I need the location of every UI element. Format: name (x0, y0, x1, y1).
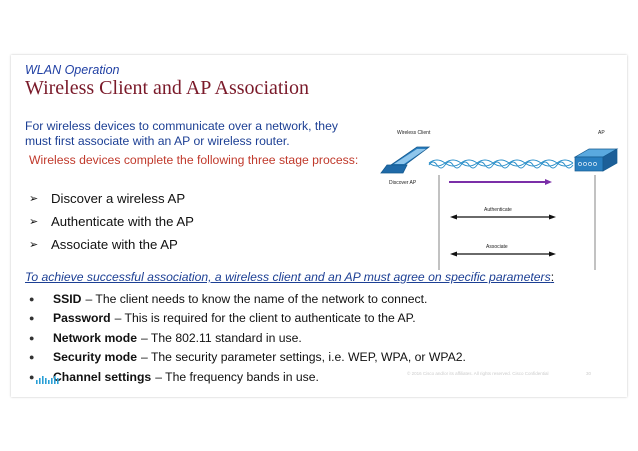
association-heading-colon: : (550, 270, 555, 284)
param-item: ● Security mode – The security parameter… (25, 348, 466, 368)
param-item: ● Network mode – The 802.11 standard in … (25, 328, 466, 348)
params-list: ● SSID – The client needs to know the na… (25, 289, 466, 387)
ap-label: AP (598, 130, 605, 136)
slide-subtitle: WLAN Operation (25, 63, 120, 77)
association-diagram: Wireless Client AP Discover AP (377, 127, 621, 270)
copyright-footer: © 2016 Cisco and/or its affiliates. All … (407, 371, 549, 376)
associate-arrow (450, 251, 556, 257)
param-desc: – The 802.11 standard in use. (140, 330, 302, 345)
page-number: 30 (586, 371, 592, 376)
param-item: ● SSID – The client needs to know the na… (25, 289, 466, 309)
slide: WLAN Operation Wireless Client and AP As… (11, 55, 627, 397)
param-item: ● Password – This is required for the cl… (25, 309, 466, 329)
authenticate-arrow (450, 214, 556, 220)
discover-arrow (449, 179, 552, 185)
step-label: Authenticate with the AP (51, 214, 194, 229)
stages-intro: Wireless devices complete the following … (29, 153, 359, 167)
bullet-icon: ● (29, 371, 35, 382)
cisco-logo-icon (36, 376, 59, 384)
slide-title: Wireless Client and AP Association (25, 77, 309, 99)
association-heading-text: To achieve successful association, a wir… (25, 270, 551, 284)
param-term: SSID (53, 291, 82, 306)
param-desc: – This is required for the client to aut… (114, 311, 416, 326)
bullet-icon: ● (29, 352, 35, 363)
wireless-signal-icon (428, 159, 574, 169)
param-desc: – The security parameter settings, i.e. … (141, 350, 466, 365)
arrow-bullet-icon: ➢ (29, 193, 39, 205)
param-term: Password (53, 311, 111, 326)
laptop-icon (380, 146, 431, 174)
param-term: Channel settings (53, 369, 152, 384)
client-label: Wireless Client (397, 130, 431, 136)
association-heading: To achieve successful association, a wir… (25, 270, 554, 284)
authenticate-label: Authenticate (484, 207, 512, 213)
step-label: Discover a wireless AP (51, 191, 186, 206)
intro-text: For wireless devices to communicate over… (25, 119, 338, 148)
step-item: ➢ Discover a wireless AP (29, 187, 194, 210)
param-item: ● Channel settings – The frequency bands… (25, 367, 466, 387)
associate-label: Associate (486, 244, 508, 250)
bullet-icon: ● (29, 332, 35, 343)
step-label: Associate with the AP (51, 237, 178, 252)
param-term: Security mode (53, 350, 137, 365)
bullet-icon: ● (29, 293, 35, 304)
param-desc: – The client needs to know the name of t… (85, 291, 428, 306)
param-desc: – The frequency bands in use. (155, 369, 319, 384)
param-term: Network mode (53, 330, 137, 345)
arrow-bullet-icon: ➢ (29, 239, 39, 251)
arrow-bullet-icon: ➢ (29, 216, 39, 228)
steps-list: ➢ Discover a wireless AP ➢ Authenticate … (29, 187, 194, 256)
bullet-icon: ● (29, 313, 35, 324)
step-item: ➢ Authenticate with the AP (29, 210, 194, 233)
access-point-icon (573, 148, 619, 172)
step-item: ➢ Associate with the AP (29, 233, 194, 256)
discover-label: Discover AP (389, 180, 417, 186)
